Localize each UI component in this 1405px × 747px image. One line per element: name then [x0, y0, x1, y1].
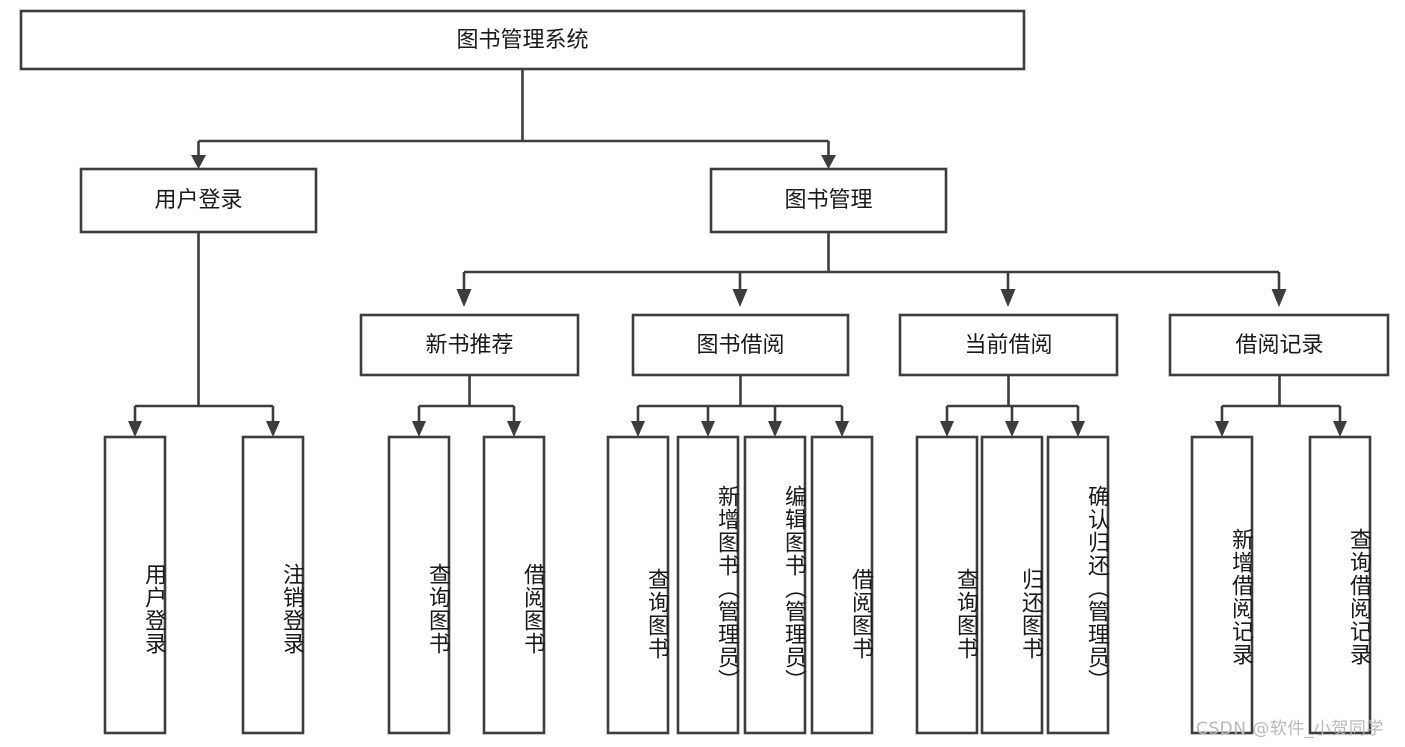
node-new-book-recommend-label: 新书推荐 [425, 333, 513, 358]
node-book-borrow-box[interactable] [631, 313, 850, 377]
arrowhead-leaf-return-book [1005, 421, 1019, 437]
node-leaf-edit-book-box[interactable] [743, 435, 807, 735]
node-root[interactable]: 图书管理系统 [19, 9, 1026, 71]
node-leaf-add-record-box[interactable] [1190, 435, 1254, 735]
arrowhead-leaf-confirm-return [1071, 421, 1085, 437]
node-root-label: 图书管理系统 [456, 28, 588, 53]
node-user-login-label: 用户登录 [154, 188, 242, 213]
node-book-manage-box[interactable] [709, 167, 948, 234]
node-borrow-record[interactable]: 借阅记录 [1168, 313, 1390, 377]
node-root-box[interactable] [19, 9, 1026, 71]
node-leaf-query-book-1-box[interactable] [387, 435, 451, 735]
node-borrow-record-box[interactable] [1168, 313, 1390, 377]
arrowhead-borrow-record [1271, 289, 1287, 307]
arrowhead-leaf-query-record [1333, 421, 1347, 437]
arrowhead-leaf-user-logout [266, 421, 280, 437]
arrowhead-leaf-borrow-book-2 [835, 421, 849, 437]
arrowhead-leaf-query-book-1 [412, 421, 426, 437]
arrowhead-current-borrow [1000, 289, 1016, 307]
node-book-borrow[interactable]: 图书借阅 [631, 313, 850, 377]
node-borrow-record-label: 借阅记录 [1235, 333, 1323, 358]
arrowhead-leaf-query-book-2 [631, 421, 645, 437]
node-leaf-borrow-book-1-box[interactable] [482, 435, 546, 735]
arrowhead-leaf-user-login [128, 421, 142, 437]
arrowhead-user-login [191, 155, 206, 169]
arrowhead-leaf-query-book-3 [940, 421, 954, 437]
node-book-manage-label: 图书管理 [784, 188, 872, 213]
node-book-borrow-label: 图书借阅 [696, 333, 784, 358]
node-book-manage[interactable]: 图书管理 [709, 167, 948, 234]
node-new-book-recommend[interactable]: 新书推荐 [359, 313, 580, 377]
node-current-borrow-box[interactable] [898, 313, 1119, 377]
node-leaf-query-book-3-box[interactable] [915, 435, 979, 735]
node-current-borrow-label: 当前借阅 [964, 333, 1052, 358]
node-leaf-confirm-return-box[interactable] [1046, 435, 1110, 735]
csdn-watermark: CSDN @软件_小贺同学 [1196, 719, 1384, 739]
arrowhead-leaf-add-book [701, 421, 715, 437]
node-current-borrow[interactable]: 当前借阅 [898, 313, 1119, 377]
node-leaf-query-record-box[interactable] [1308, 435, 1372, 735]
node-leaf-query-book-2-box[interactable] [606, 435, 670, 735]
arrowhead-book-manage [821, 155, 836, 169]
arrowhead-new-book-recommend [456, 289, 472, 307]
arrowhead-leaf-edit-book [768, 421, 782, 437]
node-user-login[interactable]: 用户登录 [79, 167, 318, 234]
node-leaf-return-book-box[interactable] [980, 435, 1044, 735]
node-user-login-box[interactable] [79, 167, 318, 234]
connector-group [128, 69, 1347, 437]
node-leaf-user-login-box[interactable] [103, 435, 167, 735]
node-leaf-add-book-box[interactable] [676, 435, 740, 735]
node-new-book-recommend-box[interactable] [359, 313, 580, 377]
node-leaf-borrow-book-2-box[interactable] [810, 435, 874, 735]
arrowhead-book-borrow [732, 289, 748, 307]
arrowhead-leaf-add-record [1215, 421, 1229, 437]
node-leaf-user-logout-box[interactable] [241, 435, 305, 735]
arrowhead-leaf-borrow-book-1 [507, 421, 521, 437]
